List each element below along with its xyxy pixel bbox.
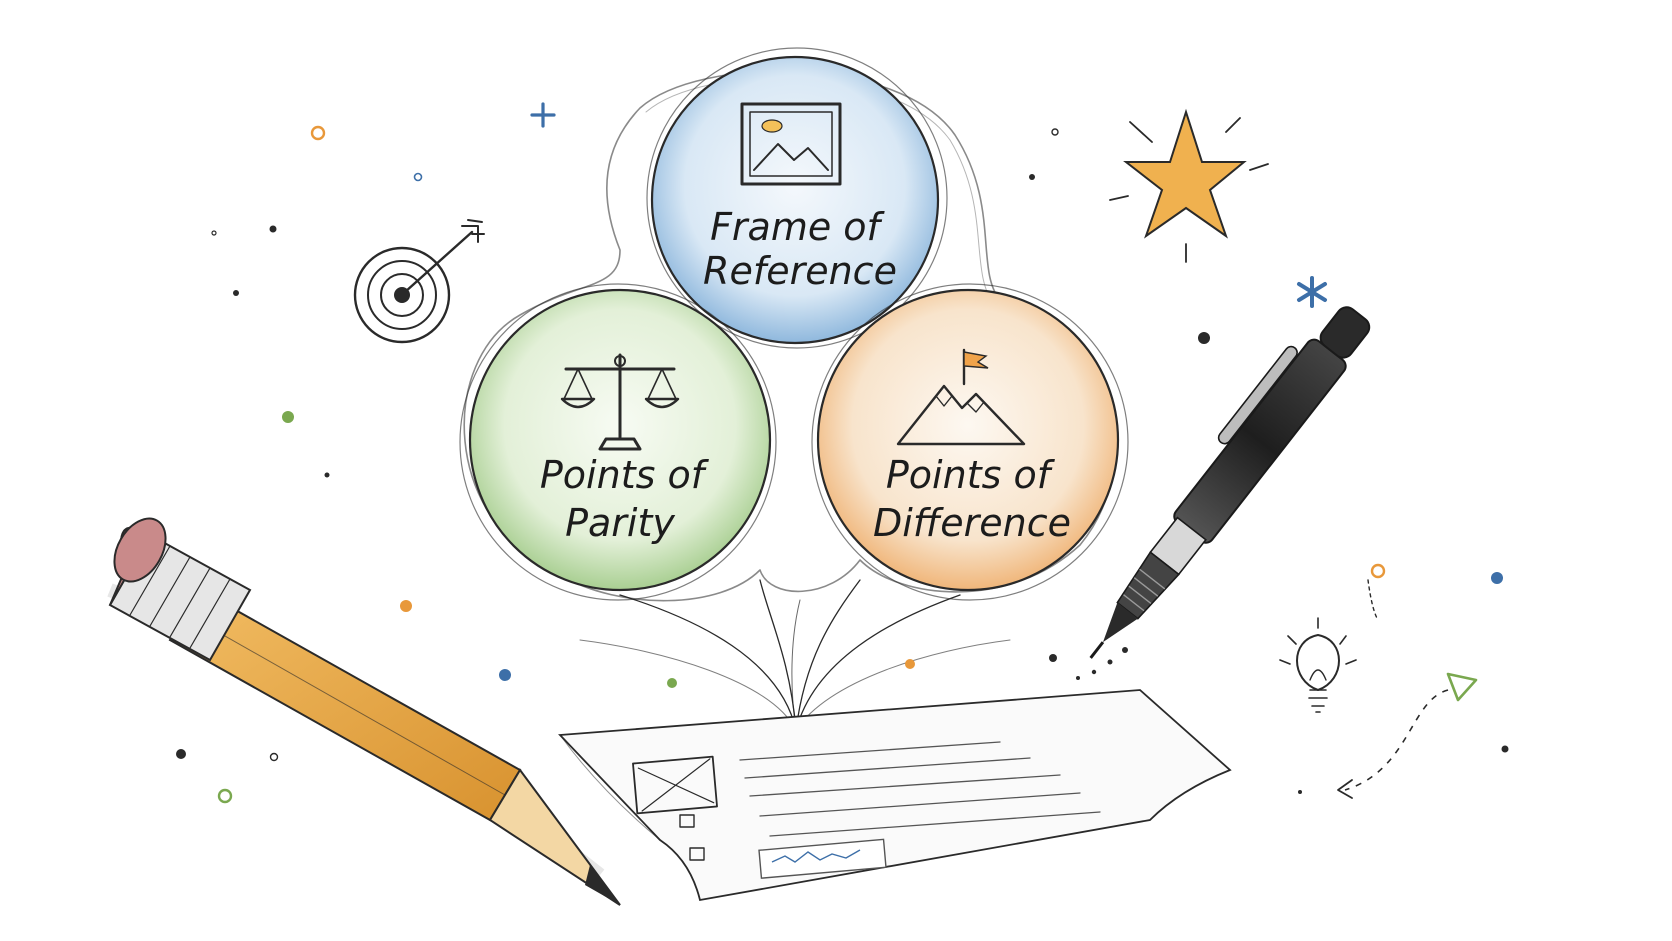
- circle-frame-of-reference: Frame of Reference: [646, 47, 948, 349]
- framed-picture-icon: [740, 102, 842, 186]
- frame-of-reference-line2: Reference: [703, 249, 897, 293]
- pen-icon: [1089, 306, 1371, 659]
- circle-points-of-difference: Points of Difference: [811, 283, 1129, 601]
- target-arrow-icon: [353, 219, 485, 344]
- dashed-arrow: [1337, 579, 1449, 799]
- document-icon: [558, 689, 1232, 902]
- lightbulb-icon: [1279, 617, 1357, 713]
- points-of-parity-line2: Parity: [565, 501, 675, 545]
- star-icon: [1109, 108, 1269, 263]
- asterisk-icon: [1297, 276, 1327, 308]
- points-of-difference-line1: Points of: [886, 453, 1056, 497]
- pen-trail: [1076, 647, 1128, 680]
- decorative-dots: [176, 125, 1509, 804]
- pencil-icon: [107, 517, 621, 906]
- mountain-flag-icon: [896, 348, 1026, 446]
- frame-of-reference-line1: Frame of: [710, 205, 885, 249]
- circle-points-of-parity: Points of Parity: [459, 283, 777, 601]
- points-of-parity-line1: Points of: [540, 453, 710, 497]
- plus-icon: [530, 102, 556, 128]
- points-of-difference-line2: Difference: [873, 501, 1071, 545]
- balance-scale-icon: [560, 353, 680, 451]
- triangle-icon: [1446, 672, 1478, 702]
- flow-lines: [579, 579, 1011, 731]
